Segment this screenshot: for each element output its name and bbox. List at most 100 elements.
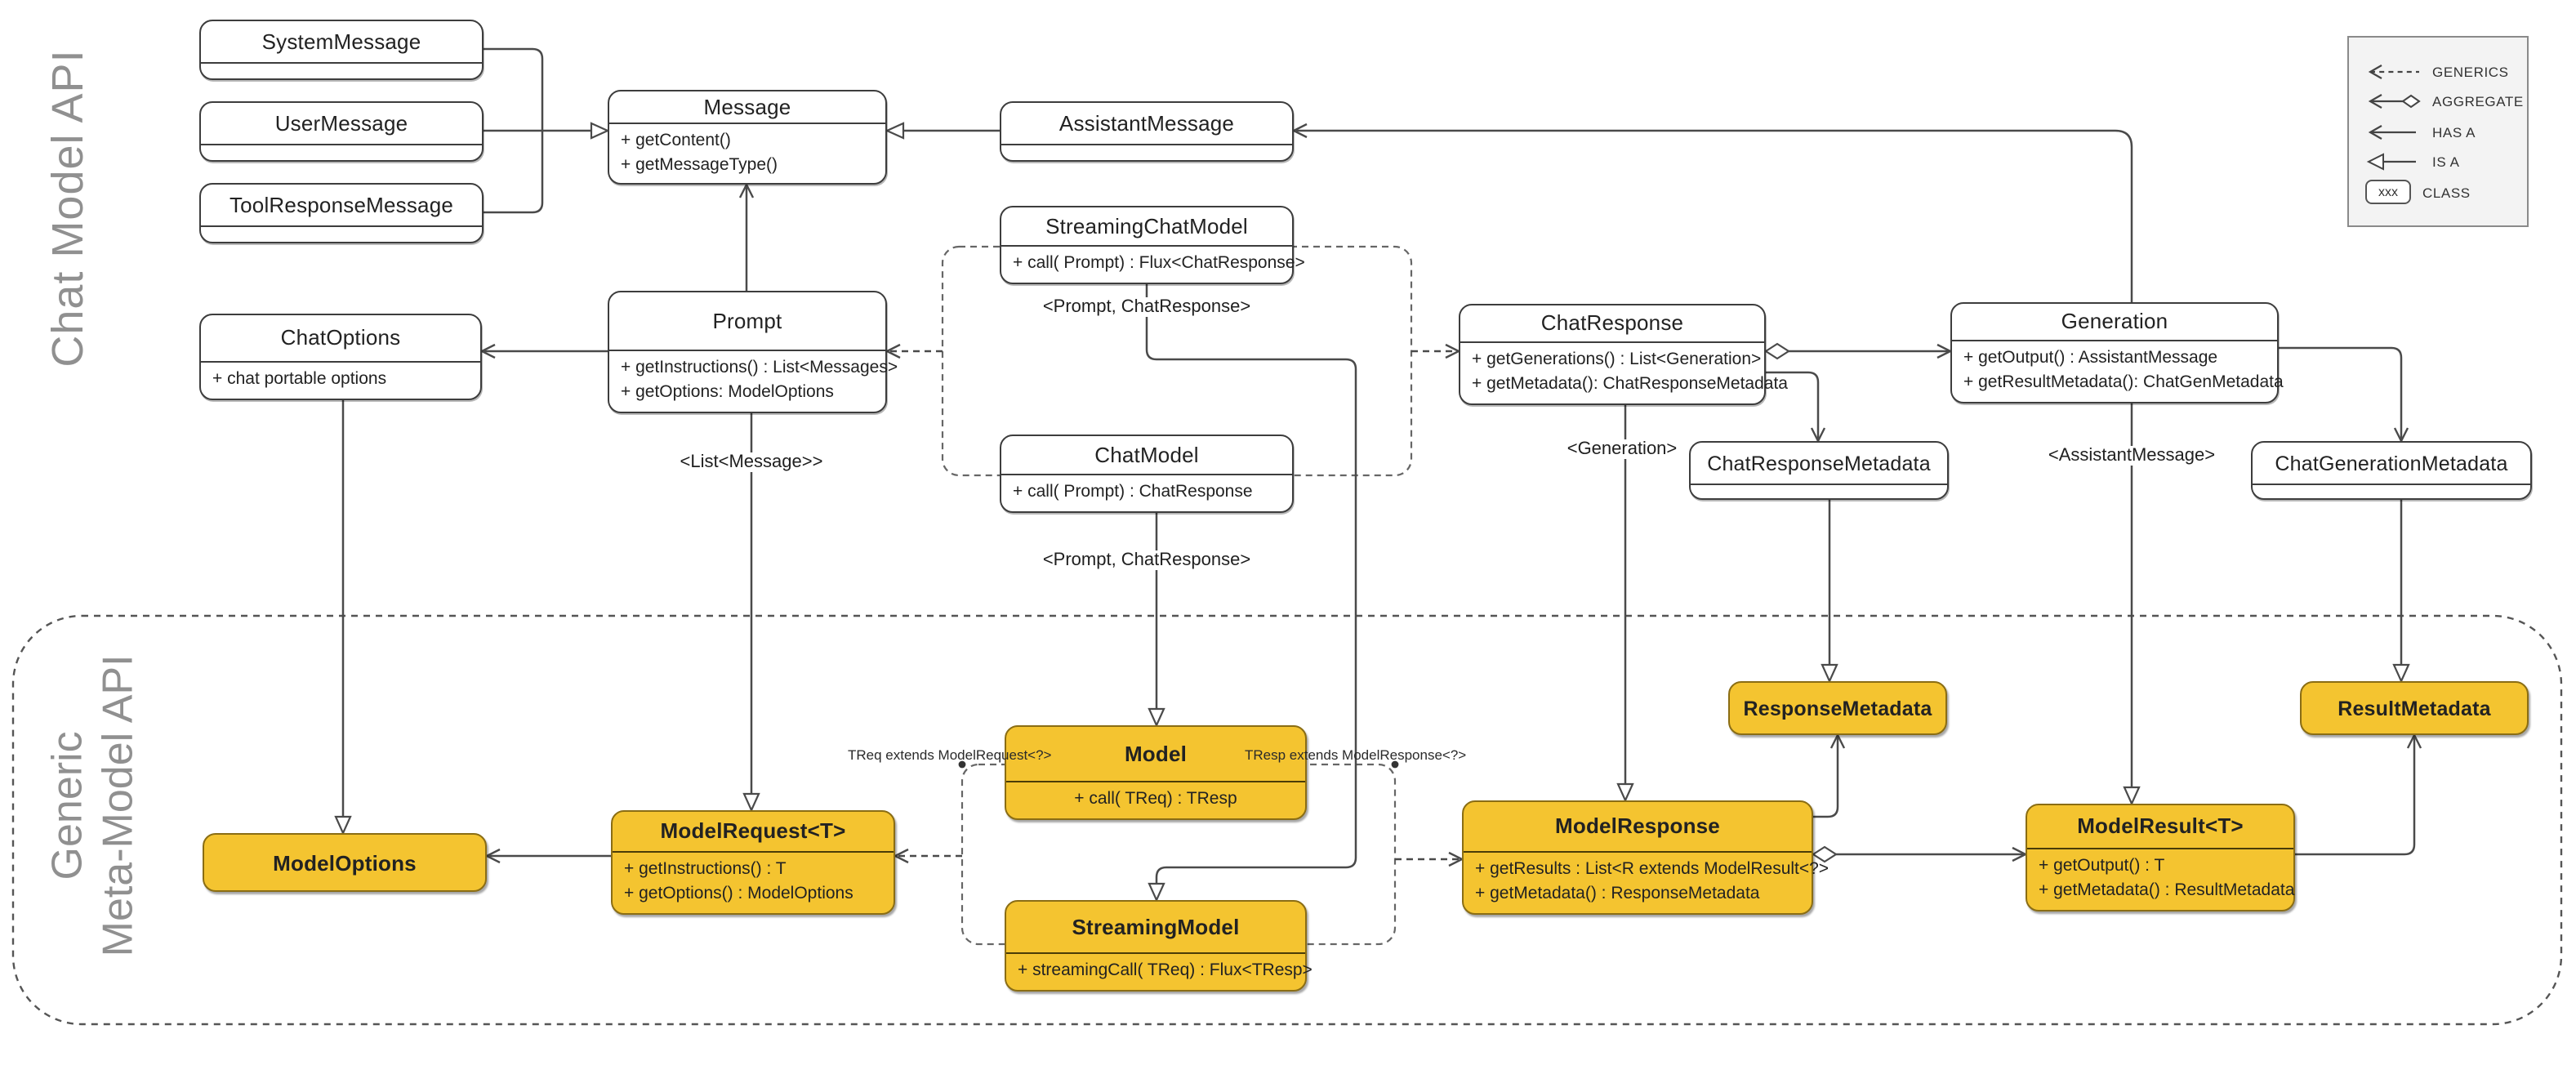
class-box-chatmodel: ChatModel + call( Prompt) : ChatResponse bbox=[1000, 435, 1294, 513]
class-methods: + getGenerations() : List<Generation> + … bbox=[1472, 349, 1788, 394]
generics-label-generation: <Generation> bbox=[1562, 439, 1682, 459]
edge-hasa-modelresult-resultmetadata bbox=[2295, 733, 2422, 856]
compartment-divider bbox=[609, 123, 885, 124]
compartment-divider bbox=[2027, 847, 2293, 849]
class-box-usermessage: UserMessage bbox=[199, 101, 484, 162]
class-methods: + streamingCall( TReq) : Flux<TResp> bbox=[1018, 960, 1313, 980]
empty-compartment bbox=[1691, 485, 1947, 498]
class-methods: + getResults : List<R extends ModelResul… bbox=[1475, 858, 1829, 903]
has-a-arrow-icon bbox=[2368, 124, 2416, 139]
class-box-model: Model + call( TReq) : TResp bbox=[1005, 725, 1307, 820]
edge-hasa-modelresponse-responsemetadata bbox=[1813, 733, 1846, 818]
legend-row-has-a: HAS A bbox=[2365, 120, 2527, 143]
compartment-divider bbox=[1001, 244, 1292, 247]
edge-hasa-chatresponse-chatresponsemetadata bbox=[1766, 371, 1826, 443]
generics-label-assistantmessage: <AssistantMessage> bbox=[2043, 446, 2221, 466]
empty-compartment bbox=[2253, 485, 2530, 498]
compartment-divider bbox=[1691, 484, 1947, 485]
type-note-treq: TReq extends ModelRequest<?> bbox=[848, 747, 1052, 763]
compartment-divider bbox=[609, 349, 885, 351]
class-box-generation: Generation + getOutput() : AssistantMess… bbox=[1950, 302, 2284, 403]
class-title: ChatResponseMetadata bbox=[1707, 452, 1931, 475]
aggregate-arrow-icon bbox=[2368, 94, 2421, 109]
class-box-streamingmodel: StreamingModel + streamingCall( TReq) : … bbox=[1005, 900, 1313, 992]
aggregate-diamond-modelresponse bbox=[1811, 845, 1838, 863]
generics-label-streamingchatmodel: <Prompt, ChatResponse> bbox=[1037, 297, 1256, 317]
compartment-divider bbox=[201, 144, 482, 145]
legend-row-is-a: IS A bbox=[2365, 150, 2527, 173]
compartment-divider bbox=[1001, 473, 1292, 475]
generics-arrow-icon bbox=[2368, 64, 2419, 78]
legend-row-class: xxx CLASS bbox=[2365, 180, 2527, 204]
class-methods: + call( Prompt) : Flux<ChatResponse> bbox=[1013, 252, 1305, 273]
aggregate-diamond-chatresponse bbox=[1763, 342, 1791, 360]
compartment-divider bbox=[1460, 341, 1764, 343]
class-title: UserMessage bbox=[274, 111, 408, 136]
class-methods: + call( Prompt) : ChatResponse bbox=[1013, 481, 1253, 501]
class-box-modeloptions: ModelOptions bbox=[203, 833, 487, 892]
legend-row-aggregate: AGGREGATE bbox=[2365, 90, 2527, 113]
class-box-streamingchatmodel: StreamingChatModel + call( Prompt) : Flu… bbox=[1000, 206, 1305, 284]
empty-compartment bbox=[1001, 145, 1292, 160]
class-methods: + chat portable options bbox=[212, 368, 387, 389]
class-title: ModelResult<T> bbox=[2077, 813, 2244, 839]
class-title: ChatResponse bbox=[1540, 310, 1684, 336]
class-box-modelresponse: ModelResponse + getResults : List<R exte… bbox=[1462, 800, 1829, 915]
class-methods: + getContent() + getMessageType() bbox=[621, 131, 778, 176]
class-sample-box: xxx bbox=[2365, 180, 2411, 204]
generics-connectors bbox=[885, 343, 1464, 867]
compartment-divider bbox=[1006, 780, 1305, 782]
class-title: ToolResponseMessage bbox=[229, 193, 454, 217]
empty-compartment bbox=[201, 145, 482, 160]
compartment-divider bbox=[613, 850, 894, 853]
class-title: StreamingChatModel bbox=[1045, 213, 1248, 238]
compartment-divider bbox=[201, 360, 480, 363]
class-methods: + getInstructions() : List<Messages> + g… bbox=[621, 357, 898, 402]
class-box-toolresponsemessage: ToolResponseMessage bbox=[199, 183, 484, 243]
generics-label-list-message: <List<Message>> bbox=[675, 452, 828, 472]
empty-compartment bbox=[201, 64, 482, 78]
class-title: Prompt bbox=[712, 308, 782, 333]
generic-api-dashed-container bbox=[11, 614, 2563, 1026]
compartment-divider bbox=[2253, 484, 2530, 485]
class-title: ModelRequest<T> bbox=[660, 818, 846, 844]
class-title: AssistantMessage bbox=[1058, 111, 1235, 136]
class-title: SystemMessage bbox=[261, 29, 421, 54]
class-title: StreamingModel bbox=[1072, 914, 1240, 939]
class-title: ResponseMetadata bbox=[1743, 697, 1932, 720]
edge-hasa-generation-assistantmessage bbox=[1291, 123, 2133, 302]
class-box-chatgenerationmetadata: ChatGenerationMetadata bbox=[2251, 441, 2532, 500]
generics-anchor-dot-right bbox=[1391, 760, 1399, 769]
compartment-divider bbox=[1001, 144, 1292, 145]
legend-row-generics: GENERICS bbox=[2365, 60, 2527, 82]
class-box-chatresponsemetadata: ChatResponseMetadata bbox=[1689, 441, 1949, 500]
class-box-chatresponse: ChatResponse + getGenerations() : List<G… bbox=[1459, 304, 1788, 405]
class-box-modelrequest: ModelRequest<T> + getInstructions() : T … bbox=[611, 810, 895, 915]
edge-hasa-generation-chatgenerationmetadata bbox=[2279, 346, 2409, 443]
edge-isa-streamingchatmodel-streamingmodel bbox=[1145, 284, 1357, 902]
class-box-assistantmessage: AssistantMessage bbox=[1000, 101, 1294, 162]
compartment-divider bbox=[201, 225, 482, 227]
class-methods: + getOutput() : AssistantMessage + getRe… bbox=[1963, 347, 2284, 392]
class-box-prompt: Prompt + getInstructions() : List<Messag… bbox=[608, 291, 898, 413]
generics-anchor-dot-left bbox=[958, 760, 966, 769]
class-box-responsemetadata: ResponseMetadata bbox=[1728, 681, 1947, 735]
class-title: Model bbox=[1124, 741, 1188, 766]
class-title: ResultMetadata bbox=[2338, 697, 2491, 720]
compartment-divider bbox=[1464, 850, 1812, 853]
class-title: ChatGenerationMetadata bbox=[2275, 452, 2508, 475]
class-title: Generation bbox=[2061, 309, 2168, 334]
class-methods: + call( TReq) : TResp bbox=[1074, 788, 1237, 809]
legend: GENERICS AGGREGATE HAS A IS A x bbox=[2347, 36, 2529, 227]
class-box-systemmessage: SystemMessage bbox=[199, 20, 484, 80]
solid-connectors bbox=[334, 47, 2422, 902]
compartment-divider bbox=[1006, 952, 1305, 954]
class-box-message: Message + getContent() + getMessageType(… bbox=[608, 90, 887, 185]
class-title: ModelResponse bbox=[1555, 813, 1720, 839]
uml-diagram-canvas: Chat Model API Generic Meta-Model API bbox=[11, 20, 2563, 1026]
empty-compartment bbox=[201, 227, 482, 242]
generics-label-chatmodel: <Prompt, ChatResponse> bbox=[1037, 550, 1256, 570]
class-title: ChatOptions bbox=[280, 325, 401, 350]
class-title: ChatModel bbox=[1094, 442, 1199, 467]
class-box-chatoptions: ChatOptions + chat portable options bbox=[199, 314, 482, 400]
